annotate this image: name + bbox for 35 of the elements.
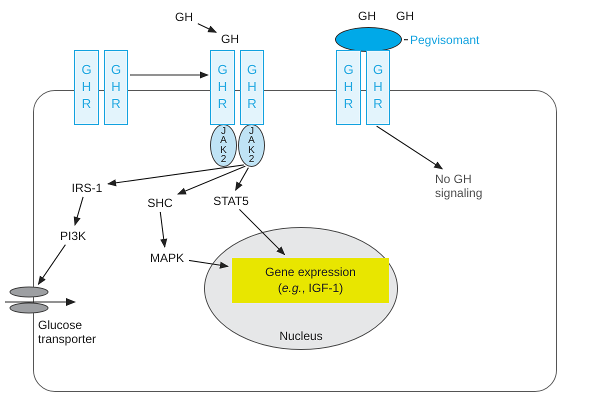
receptor-box: GHR [104, 50, 128, 125]
arrow [188, 260, 229, 269]
jak2-oval: JAK2 [210, 124, 237, 167]
receptor-box: GHR [240, 50, 264, 125]
jak2-oval: JAK2 [238, 124, 265, 167]
arrow [74, 196, 84, 226]
nucleus-label: Nucleus [278, 329, 324, 343]
gene-expression-box: Gene expression (e.g., IGF-1) [232, 258, 389, 303]
arrow [239, 209, 286, 256]
arrow [107, 164, 244, 186]
drug-oval [335, 27, 402, 52]
hormone-label: GH [218, 31, 242, 47]
protein-label: PI3K [55, 228, 91, 244]
outcome-label: No GH signaling [435, 171, 501, 201]
receptor-box: GHR [366, 50, 390, 125]
protein-label: SHC [143, 195, 177, 211]
arrow [235, 167, 249, 192]
arrow [376, 126, 444, 170]
arrow [130, 71, 209, 79]
transporter-label: Glucose transporter [38, 318, 98, 347]
arrow [177, 166, 246, 195]
hormone-label: GH [355, 8, 379, 24]
arrow [198, 23, 217, 33]
hormone-label: GH [172, 9, 196, 25]
receptor-box: GHR [74, 50, 99, 125]
arrow [38, 244, 66, 286]
leader-line [404, 39, 408, 40]
protein-label: IRS-1 [67, 180, 107, 196]
protein-label: MAPK [146, 250, 188, 266]
protein-label: STAT5 [209, 193, 253, 209]
drug-label: Pegvisomant [410, 32, 492, 48]
receptor-box: GHR [210, 50, 235, 125]
arrow [160, 212, 168, 248]
receptor-box: GHR [336, 50, 361, 125]
hormone-label: GH [393, 8, 417, 24]
